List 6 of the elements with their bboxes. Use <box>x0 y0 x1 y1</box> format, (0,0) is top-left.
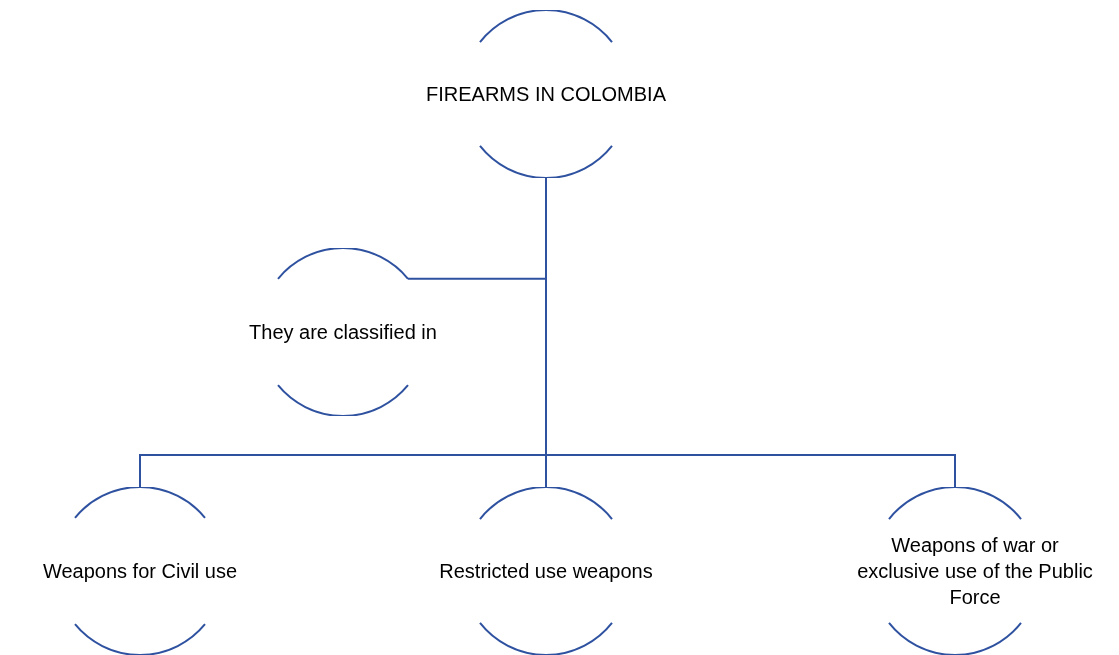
node-text: Restricted use weapons <box>438 559 654 584</box>
node-text: FIREARMS IN COLOMBIA <box>425 82 667 107</box>
node-text: Weapons for Civil use <box>41 559 239 584</box>
connector-line <box>545 177 956 488</box>
node-text: Weapons of war or exclusive use of the Public Force <box>856 533 1094 610</box>
node-text: They are classified in <box>248 320 438 345</box>
